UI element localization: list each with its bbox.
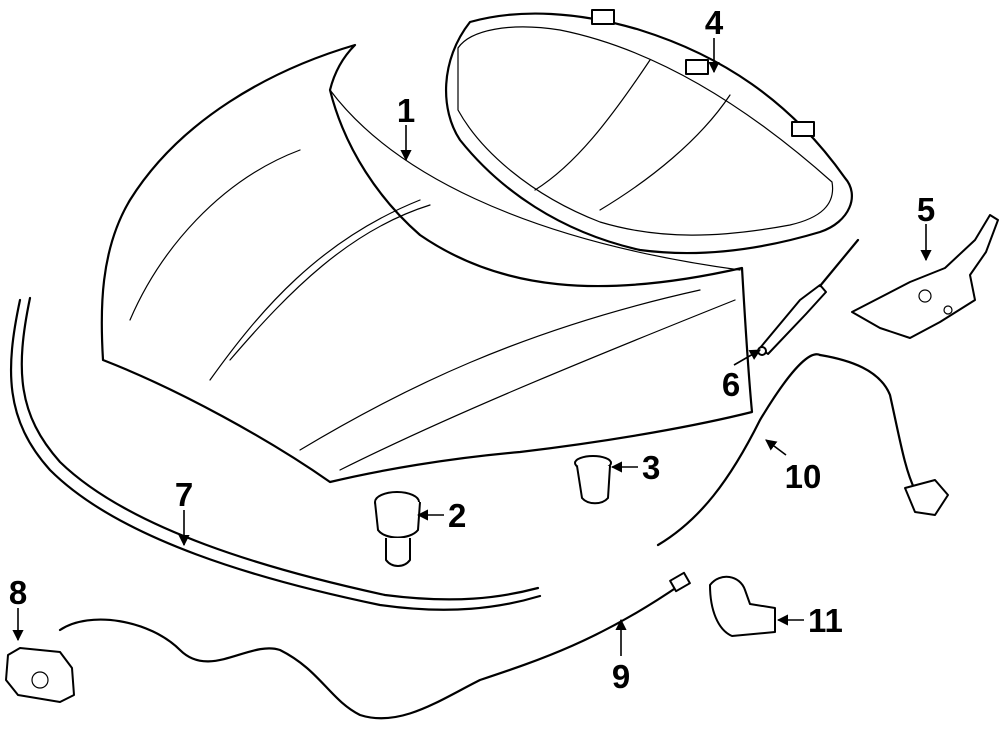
release-cable-part xyxy=(58,571,691,720)
hood-hinge-part xyxy=(851,214,999,339)
release-cable-upper-part xyxy=(656,353,949,547)
leader-6 xyxy=(733,349,761,366)
callout-5: 5 xyxy=(917,191,935,228)
hood-latch-part xyxy=(5,647,75,703)
callout-10: 10 xyxy=(785,458,822,495)
callout-9: 9 xyxy=(612,658,630,695)
callout-6: 6 xyxy=(722,366,740,403)
hood-insulator xyxy=(445,9,853,255)
callout-7: 7 xyxy=(175,476,193,513)
release-handle-part xyxy=(709,575,776,637)
bumper-grommet-part xyxy=(574,455,612,505)
callout-numbers: 1 2 3 4 5 6 7 8 9 10 11 xyxy=(9,4,935,695)
callout-1: 1 xyxy=(397,92,415,129)
lift-strut-part xyxy=(757,238,860,356)
callout-11: 11 xyxy=(808,602,843,639)
hinge-bumper-part xyxy=(374,491,421,567)
callout-3: 3 xyxy=(642,449,660,486)
callout-4: 4 xyxy=(705,4,724,41)
callout-8: 8 xyxy=(9,574,27,611)
callout-2: 2 xyxy=(448,497,466,534)
hood-seal-part xyxy=(9,296,542,611)
callout-lines xyxy=(12,38,932,656)
hood-panel xyxy=(100,43,754,484)
leader-10 xyxy=(765,439,787,456)
